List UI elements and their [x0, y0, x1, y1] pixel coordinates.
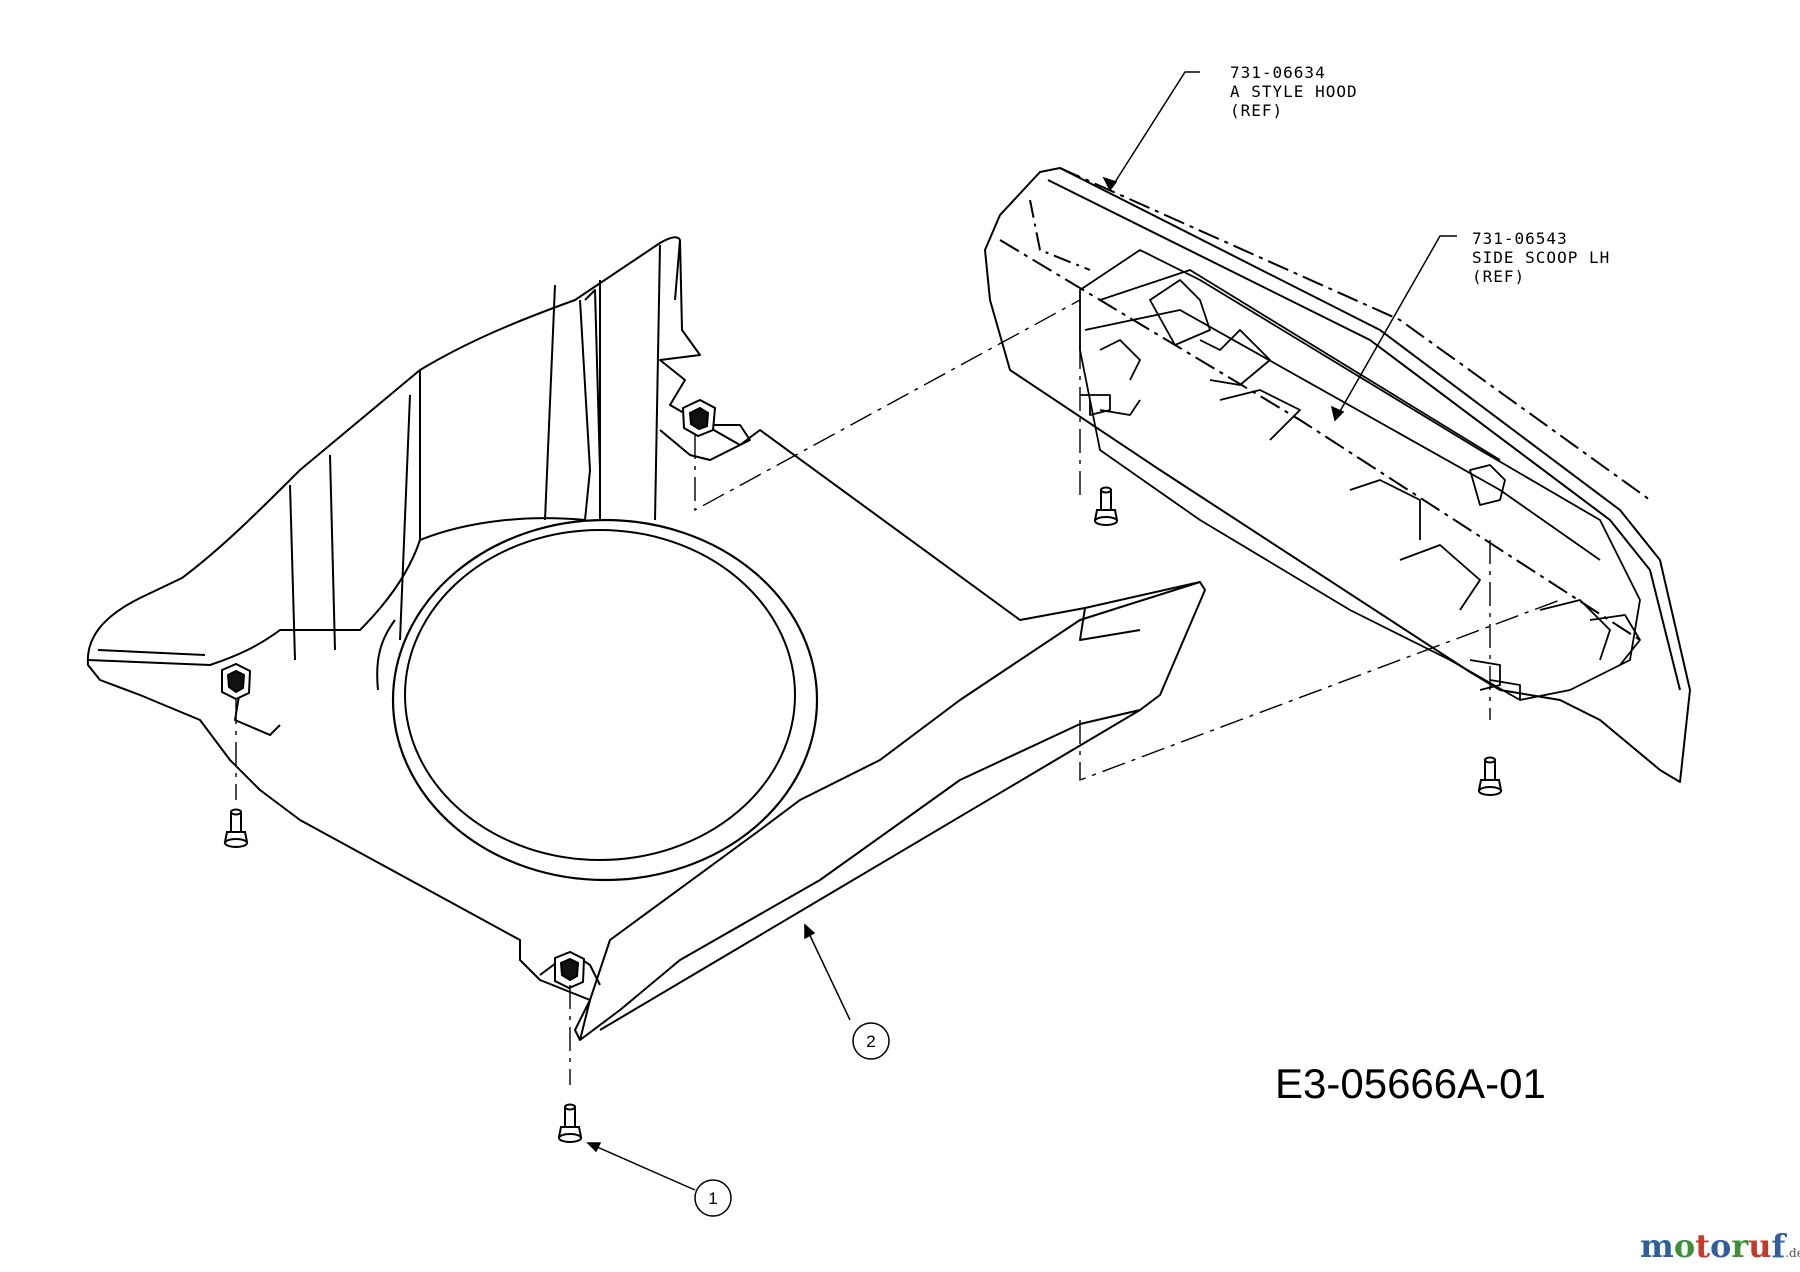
hood-part-number: 731-06634 — [1230, 63, 1326, 82]
reference-label-side-scoop: 731-06543 SIDE SCOOP LH (REF) — [1472, 229, 1610, 286]
screw-icon-1 — [1093, 486, 1119, 526]
watermark-logo: motoruf.de — [1640, 1227, 1800, 1265]
hood-part-note: (REF) — [1230, 101, 1283, 120]
callout-1-number: 1 — [708, 1189, 717, 1208]
clip-boss-1 — [681, 398, 717, 438]
scoop-part-number: 731-06543 — [1472, 229, 1568, 248]
screw-icon-3 — [223, 808, 249, 848]
svg-text:motoruf.de: motoruf.de — [1640, 1227, 1800, 1265]
screw-icon-4 — [557, 1103, 583, 1143]
assembly-lines — [235, 299, 1561, 1085]
scoop-part-name: SIDE SCOOP LH — [1472, 248, 1610, 267]
deflector-part — [86, 236, 1206, 1041]
clip-boss-2 — [221, 662, 252, 701]
callout-2-number: 2 — [866, 1032, 875, 1051]
callout-2: 2 — [852, 1022, 890, 1060]
screw-icon-2 — [1477, 756, 1503, 796]
hood-part-name: A STYLE HOOD — [1230, 82, 1358, 101]
side-scoop-reference — [1079, 249, 1641, 701]
clip-boss-3 — [554, 950, 586, 990]
diagram-id: E3-05666A-01 — [1275, 1060, 1546, 1107]
reference-label-hood: 731-06634 A STYLE HOOD (REF) — [1230, 63, 1358, 120]
leader-lines — [586, 71, 1457, 1191]
scoop-part-note: (REF) — [1472, 267, 1525, 286]
callout-1: 1 — [694, 1179, 732, 1217]
